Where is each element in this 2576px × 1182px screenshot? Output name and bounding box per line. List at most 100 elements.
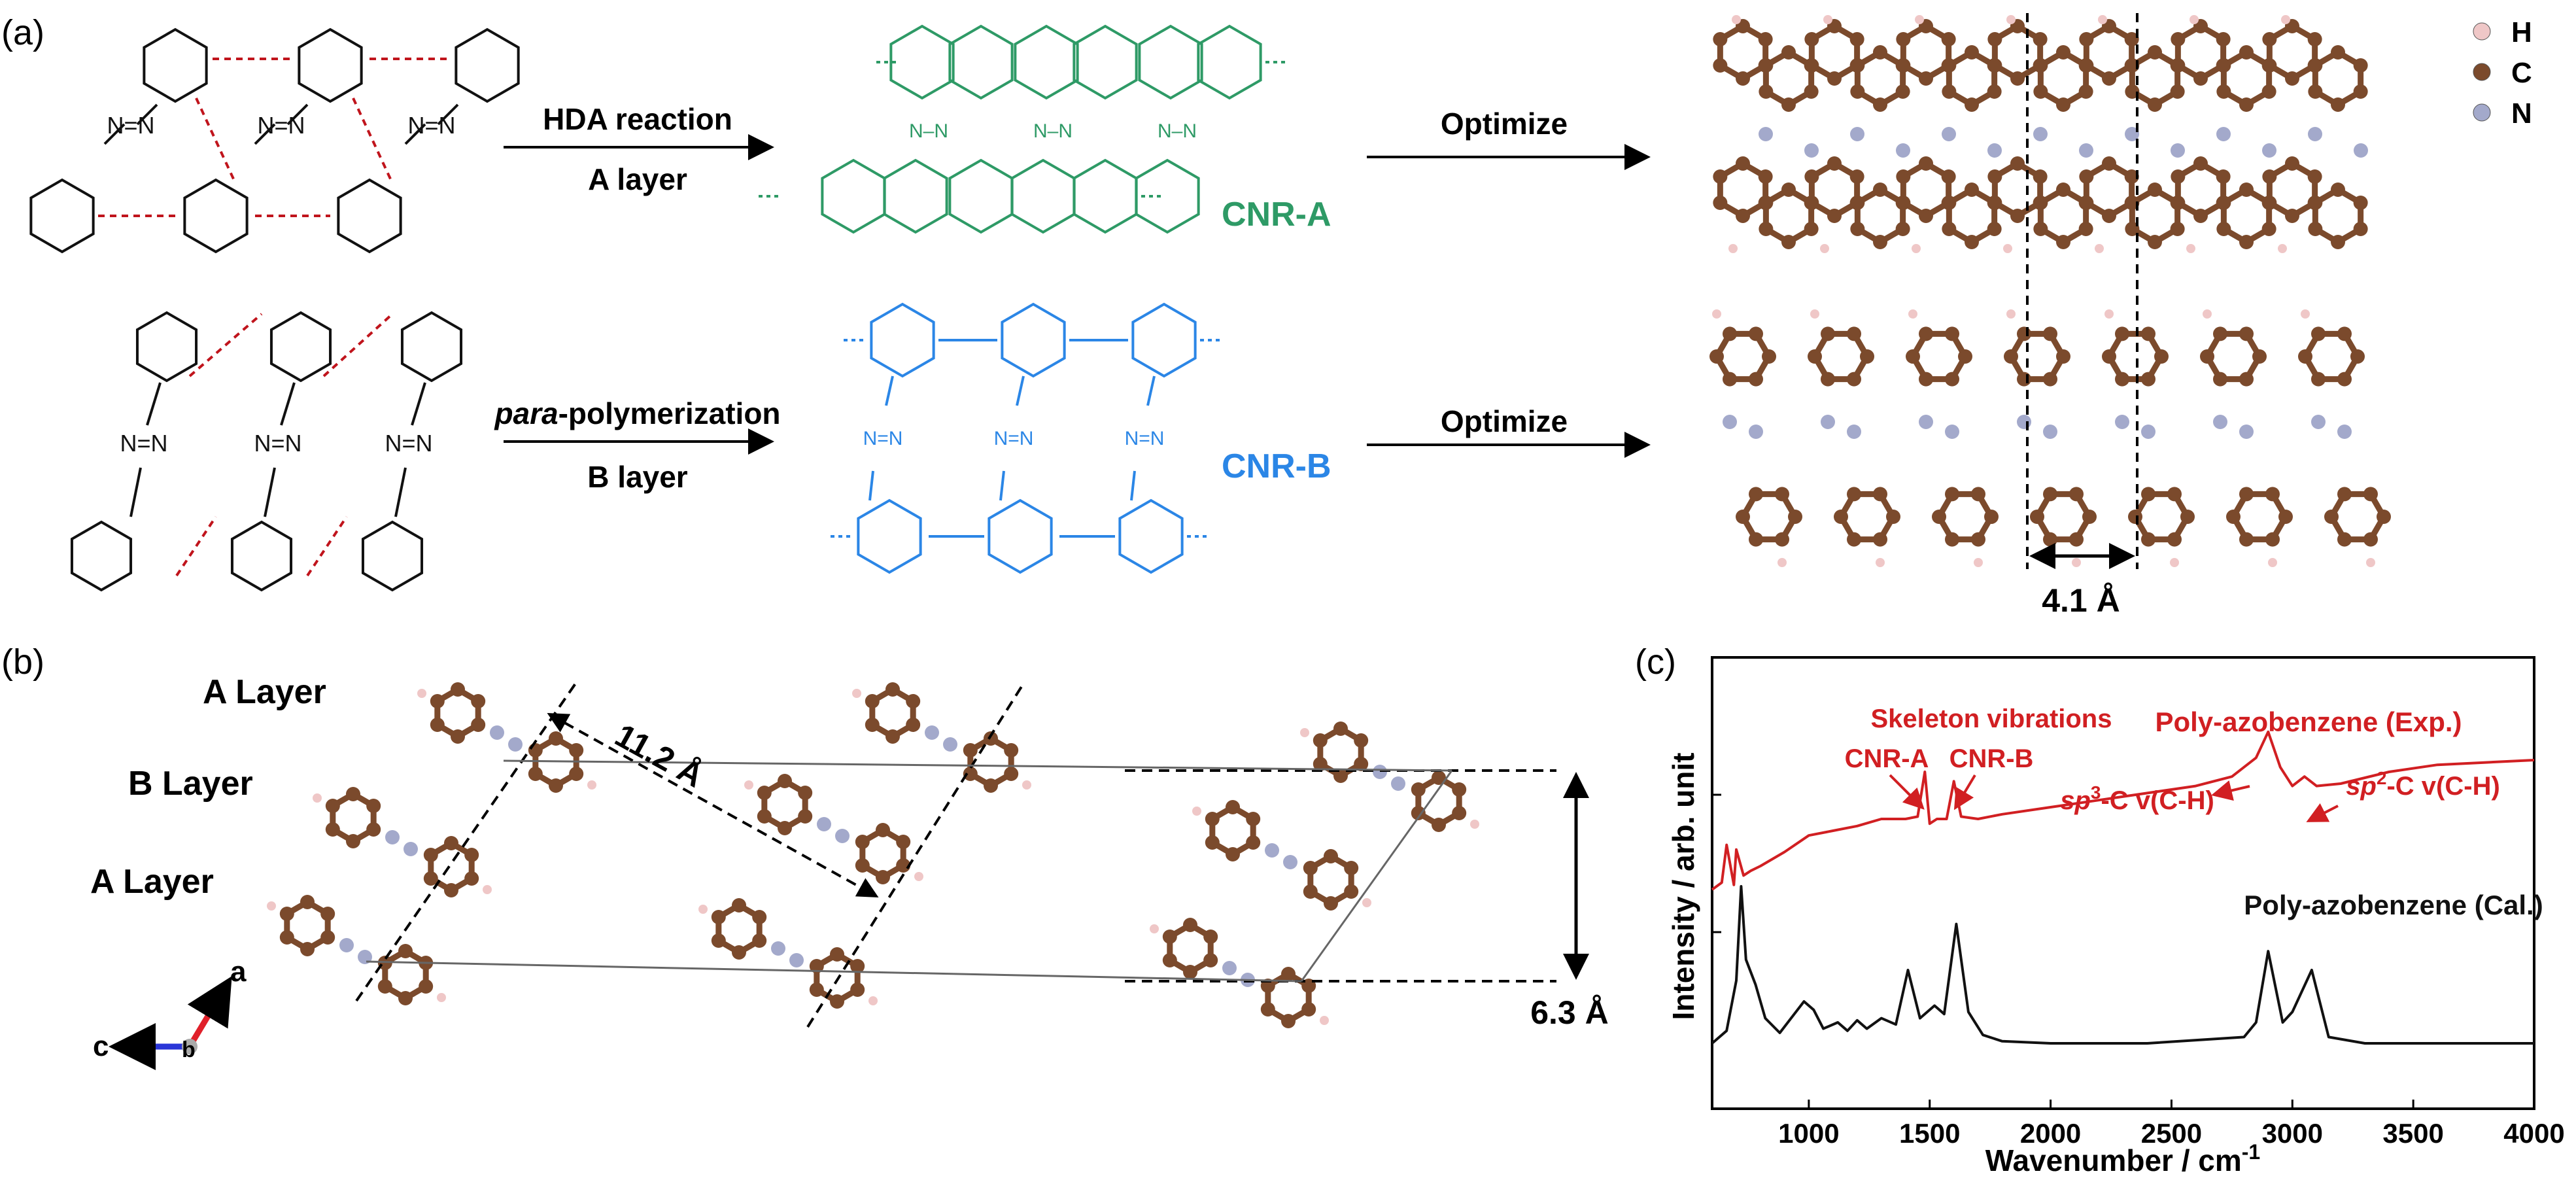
carbon-atom: [1971, 532, 1985, 547]
carbon-atom: [2030, 510, 2044, 524]
carbon-atom: [2043, 487, 2057, 502]
nitrogen-atom: [789, 953, 804, 967]
carbon-atom: [2170, 222, 2185, 236]
carbon-atom: [2167, 532, 2182, 547]
carbon-atom: [2307, 169, 2322, 184]
carbon-atom: [2337, 372, 2352, 387]
benzene-ring: [400, 311, 463, 383]
axis-b-label: b: [182, 1037, 196, 1062]
carbon-atom: [1759, 222, 1774, 236]
dimension-6-3-label: 6.3 Å: [1530, 994, 1609, 1031]
carbon-atom: [2331, 235, 2345, 249]
cnr-a-label: CNR-A: [1222, 196, 1331, 234]
x-tick-label: 3000: [2262, 1118, 2323, 1149]
carbon-atom: [2148, 45, 2162, 60]
carbon-atom: [1896, 58, 1911, 73]
benzene-ring: [337, 178, 402, 254]
carbon-atom: [346, 834, 360, 848]
carbon-atom: [1896, 196, 1911, 210]
annot-sp3-pre: sp: [2060, 786, 2091, 815]
carbon-atom: [2115, 372, 2129, 387]
hydrogen-atom: [2278, 244, 2287, 253]
nitrogen-atom: [1723, 415, 1737, 429]
hydrogen-atom: [2104, 309, 2114, 319]
legend-swatch-c: [2473, 63, 2491, 81]
carbon-atom: [1965, 45, 1979, 60]
hydrogen-atom: [1912, 244, 1921, 253]
carbon-atom: [2141, 487, 2155, 502]
azo-n-label: N=N: [863, 428, 903, 449]
carbon-atom: [2353, 222, 2368, 236]
carbon-atom: [1896, 32, 1911, 46]
carbon-atom: [1303, 884, 1318, 899]
nitrogen-atom: [1391, 776, 1405, 791]
carbon-atom: [2308, 222, 2323, 236]
optimized-structure-a: [1713, 15, 2368, 253]
carbon-atom: [2148, 183, 2162, 197]
carbon-atom: [1452, 806, 1467, 820]
carbon-atom: [2180, 510, 2195, 524]
carbon-atom: [1781, 97, 1796, 112]
carbon-atom: [569, 743, 584, 757]
carbon-atom: [2262, 196, 2277, 210]
carbon-atom: [855, 835, 870, 849]
carbon-atom: [1873, 45, 1887, 60]
carbon-atom: [300, 942, 315, 956]
carbon-atom: [2200, 349, 2214, 364]
carbon-atom: [2043, 532, 2057, 547]
legend-swatch-n: [2473, 103, 2491, 122]
carbon-atom: [2033, 84, 2048, 99]
hydrogen-atom: [698, 905, 708, 914]
carbon-atom: [1788, 510, 1802, 524]
azo-n-label: N–N: [1158, 120, 1197, 142]
x-axis-label-text: Wavenumber / cm: [1985, 1143, 2242, 1177]
carbon-atom: [1183, 965, 1197, 979]
carbon-atom: [1919, 209, 1933, 223]
legend-label-n: N: [2511, 97, 2532, 130]
hydrogen-atom: [1915, 15, 1924, 24]
carbon-atom: [1873, 97, 1887, 112]
nitrogen-atom: [2115, 415, 2129, 429]
cnr-b-label: CNR-B: [1222, 447, 1331, 485]
azo-n-label: N=N: [385, 430, 432, 457]
carbon-atom: [279, 930, 294, 945]
carbon-atom: [2056, 349, 2070, 364]
benzene-ring: [1118, 498, 1184, 574]
carbon-atom: [1849, 169, 1864, 184]
carbon-atom: [2010, 71, 2025, 86]
carbon-atom: [398, 991, 413, 1005]
carbon-atom: [1873, 487, 1887, 502]
benzene-ring: [1001, 302, 1066, 378]
carbon-atom: [2078, 84, 2093, 99]
carbon-atom: [1804, 84, 1819, 99]
carbon-atom: [1758, 32, 1773, 46]
nitrogen-atom: [1942, 127, 1956, 141]
hydrogen-atom: [1192, 807, 1201, 816]
layer-label-1: A Layer: [203, 673, 326, 711]
carbon-atom: [1987, 196, 2002, 210]
carbon-atom: [2141, 532, 2155, 547]
hydrogen-atom: [1362, 898, 1371, 907]
carbon-atom: [896, 858, 911, 873]
hydrogen-atom: [1876, 558, 1885, 567]
x-tick-label: 4000: [2503, 1118, 2564, 1149]
carbon-atom: [1301, 1002, 1316, 1017]
carbon-atom: [2353, 58, 2368, 73]
bond-link: [188, 313, 263, 377]
annot-sp3-post: -C v(C-H): [2101, 786, 2214, 815]
carbon-atom: [778, 774, 792, 788]
carbon-atom: [1804, 222, 1819, 236]
carbon-atom: [963, 767, 978, 781]
azo-n-label: N=N: [994, 428, 1034, 449]
carbon-atom: [2010, 209, 2025, 223]
carbon-atom: [1260, 1002, 1275, 1017]
carbon-atom: [549, 731, 563, 746]
carbon-atom: [2308, 58, 2323, 73]
carbon-atom: [1411, 806, 1426, 820]
carbon-atom: [2128, 510, 2142, 524]
carbon-atom: [2079, 58, 2094, 73]
carbon-atom: [963, 743, 978, 757]
hydrogen-atom: [1974, 558, 1983, 567]
annot-sp2-sup: 2: [2377, 768, 2387, 788]
